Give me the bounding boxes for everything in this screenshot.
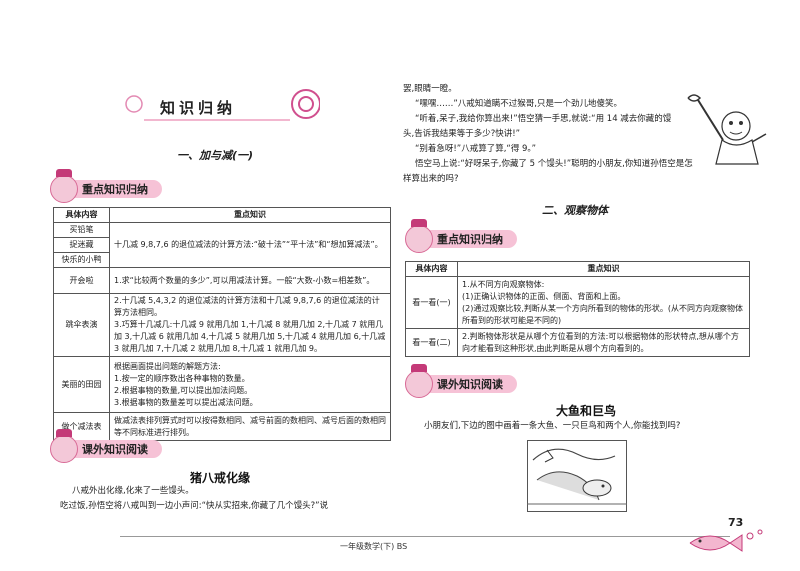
table-cell-topic: 捉迷藏: [53, 237, 110, 253]
fish-and-bird-picture: [527, 440, 627, 512]
student-avatar-icon: [405, 364, 433, 398]
badge-label: 重点知识归纳: [429, 230, 517, 248]
table-row: 开会啦 1.求“比较两个数量的多少”,可以用减法计算。一般“大数-小数=相差数”…: [53, 267, 391, 294]
table-row: 美丽的田园 根据画面提出问题的解题方法: 1.按一定的顺序数出各种事物的数量。 …: [53, 356, 391, 413]
table-cell-content: 做减法表排列算式时可以按得数相同、减号前面的数相同、减号后面的数相同等不同标准进…: [109, 412, 391, 441]
story-line: 悟空马上说:“好呀呆子,你藏了 5 个馒头!”聪明的小朋友,你知道孙悟空是怎样算…: [403, 159, 693, 184]
fish-decoration-icon: [689, 529, 763, 552]
footer-rule: [120, 536, 730, 537]
table-cell-topic: 看一看(二): [405, 328, 458, 357]
swirl-decoration-icon: [125, 89, 320, 121]
student-avatar-icon: [50, 169, 78, 203]
table-cell-topic: 看一看(一): [405, 276, 458, 329]
section2-title: 二、观察物体: [542, 204, 608, 217]
story-line: 八戒外出化缘,化来了一些馒头。: [72, 486, 194, 496]
story-line: 罢,眼睛一瞪。: [403, 84, 457, 94]
badge-label: 课外知识阅读: [429, 375, 517, 393]
student-avatar-icon: [50, 429, 78, 463]
reading-badge-right: 课外知识阅读: [405, 364, 517, 398]
story-line: “嘿嘿……”八戒知道瞒不过猴哥,只是一个劲儿地傻笑。: [415, 99, 623, 109]
key-knowledge-badge-left: 重点知识归纳: [50, 169, 162, 203]
story-line: “别着急呀!”八戒算了算,“得 9。”: [415, 144, 537, 154]
key-knowledge-badge-right: 重点知识归纳: [405, 219, 517, 253]
table-cell-content: 十几减 9,8,7,6 的退位减法的计算方法:“破十法”“平十法”和“想加算减法…: [109, 222, 391, 268]
right-knowledge-table: 具体内容 重点知识 看一看(一) 1.从不同方向观察物体: (1)正确认识物体的…: [405, 261, 750, 357]
table-cell-topic: 快乐的小鸭: [53, 252, 110, 268]
table-cell-content: 2.判断物体形状是从哪个方位看到的方法:可以根据物体的形状特点,想从哪个方向才能…: [457, 328, 750, 357]
table-header: 重点知识: [109, 207, 391, 223]
footer-text: 一年级数学(下) BS: [340, 542, 408, 551]
table-row: 看一看(一) 1.从不同方向观察物体: (1)正确认识物体的正面、侧面、背面和上…: [405, 276, 750, 329]
monkey-king-illustration: [687, 94, 767, 165]
story-line: “听着,呆子,我给你算出来!”悟空猜一手思,就说:“用 14 减去你藏的馒头,告…: [403, 114, 672, 139]
table-cell-content: 1.从不同方向观察物体: (1)正确认识物体的正面、侧面、背面和上面。 (2)通…: [457, 276, 750, 329]
table-cell-content: 2.十几减 5,4,3,2 的退位减法的计算方法和十几减 9,8,7,6 的退位…: [109, 293, 391, 357]
table-cell-topic: 买铅笔: [53, 222, 110, 238]
table-cell-content: 根据画面提出问题的解题方法: 1.按一定的顺序数出各种事物的数量。 2.根据事物…: [109, 356, 391, 413]
table-row: 跳伞表演 2.十几减 5,4,3,2 的退位减法的计算方法和十几减 9,8,7,…: [53, 293, 391, 357]
left-knowledge-table: 具体内容 重点知识 买铅笔 十几减 9,8,7,6 的退位减法的计算方法:“破十…: [53, 207, 391, 441]
reading-badge-left: 课外知识阅读: [50, 429, 162, 463]
student-avatar-icon: [405, 219, 433, 253]
story-text: 小朋友们,下边的图中画着一条大鱼、一只巨鸟和两个人,你能找到吗?: [424, 421, 681, 431]
table-cell-topic: 开会啦: [53, 267, 110, 294]
badge-label: 重点知识归纳: [74, 180, 162, 198]
story-title-left: 猪八戒化缘: [190, 471, 251, 485]
table-header: 具体内容: [405, 261, 458, 277]
table-cell-content: 1.求“比较两个数量的多少”,可以用减法计算。一般“大数-小数=相差数”。: [109, 267, 391, 294]
table-cell-topic: 跳伞表演: [53, 293, 110, 357]
table-cell-topic: 美丽的田园: [53, 356, 110, 413]
page-number: 73: [728, 516, 744, 529]
story-title-right: 大鱼和巨鸟: [556, 404, 617, 418]
table-header: 具体内容: [53, 207, 110, 223]
badge-label: 课外知识阅读: [74, 440, 162, 458]
section1-title: 一、加与减(一): [177, 149, 254, 162]
table-row: 买铅笔 十几减 9,8,7,6 的退位减法的计算方法:“破十法”“平十法”和“想…: [53, 222, 391, 268]
table-header: 重点知识: [457, 261, 750, 277]
main-title: 知识归纳: [160, 99, 237, 117]
story-line: 吃过饭,孙悟空将八戒叫到一边小声问:“快从实招来,你藏了几个馒头?”说: [60, 501, 329, 511]
table-row: 看一看(二) 2.判断物体形状是从哪个方位看到的方法:可以根据物体的形状特点,想…: [405, 328, 750, 357]
